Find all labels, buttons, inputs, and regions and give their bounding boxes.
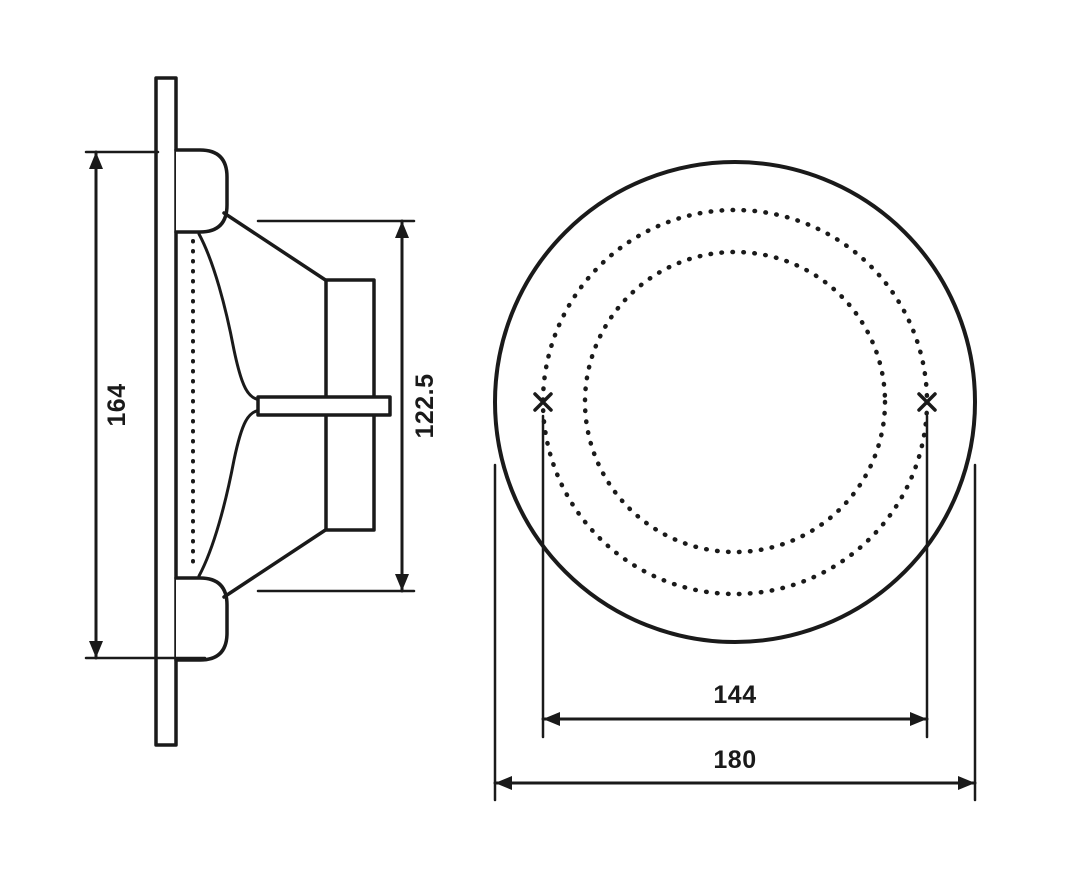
cone-profile-bottom: [197, 408, 262, 578]
arrow-180-left-icon: [495, 776, 512, 790]
dimension-label-122-5: 122.5: [411, 373, 439, 438]
arrow-180-right-icon: [958, 776, 975, 790]
dimension-label-180: 180: [713, 746, 756, 774]
mounting-circle-dotted: [540, 207, 930, 597]
basket-slope-bottom: [222, 523, 335, 599]
screw-marker-right-icon: [917, 392, 937, 412]
dimension-180: [493, 463, 977, 802]
dimension-labels: 164 122.5 144 180: [103, 373, 756, 774]
front-view: [493, 160, 977, 644]
dimension-lines: [84, 150, 977, 802]
side-view: [154, 76, 392, 747]
grille-outer-circle: [493, 160, 977, 644]
screw-marker-left-icon: [533, 392, 553, 412]
dimension-label-144: 144: [713, 681, 756, 709]
arrow-122-down-icon: [395, 574, 409, 591]
cutout-circle-dotted: [582, 249, 888, 555]
arrow-164-up-icon: [89, 152, 103, 169]
basket-slope-top: [222, 211, 335, 287]
arrowheads-group: [89, 152, 975, 790]
arrow-144-left-icon: [543, 712, 560, 726]
arrow-122-up-icon: [395, 221, 409, 238]
rim-cap-top: [174, 148, 229, 234]
rim-cap-bottom: [174, 576, 229, 662]
arrow-164-down-icon: [89, 641, 103, 658]
dimension-144: [541, 414, 929, 739]
baffle-plate: [154, 76, 178, 747]
cone-profile-top: [197, 232, 262, 402]
arrow-144-right-icon: [910, 712, 927, 726]
dimension-122-5: [256, 219, 416, 593]
dimension-164: [84, 150, 207, 660]
linework-group: [84, 76, 977, 802]
dimension-label-164: 164: [103, 383, 131, 426]
pole-bar: [256, 395, 392, 417]
